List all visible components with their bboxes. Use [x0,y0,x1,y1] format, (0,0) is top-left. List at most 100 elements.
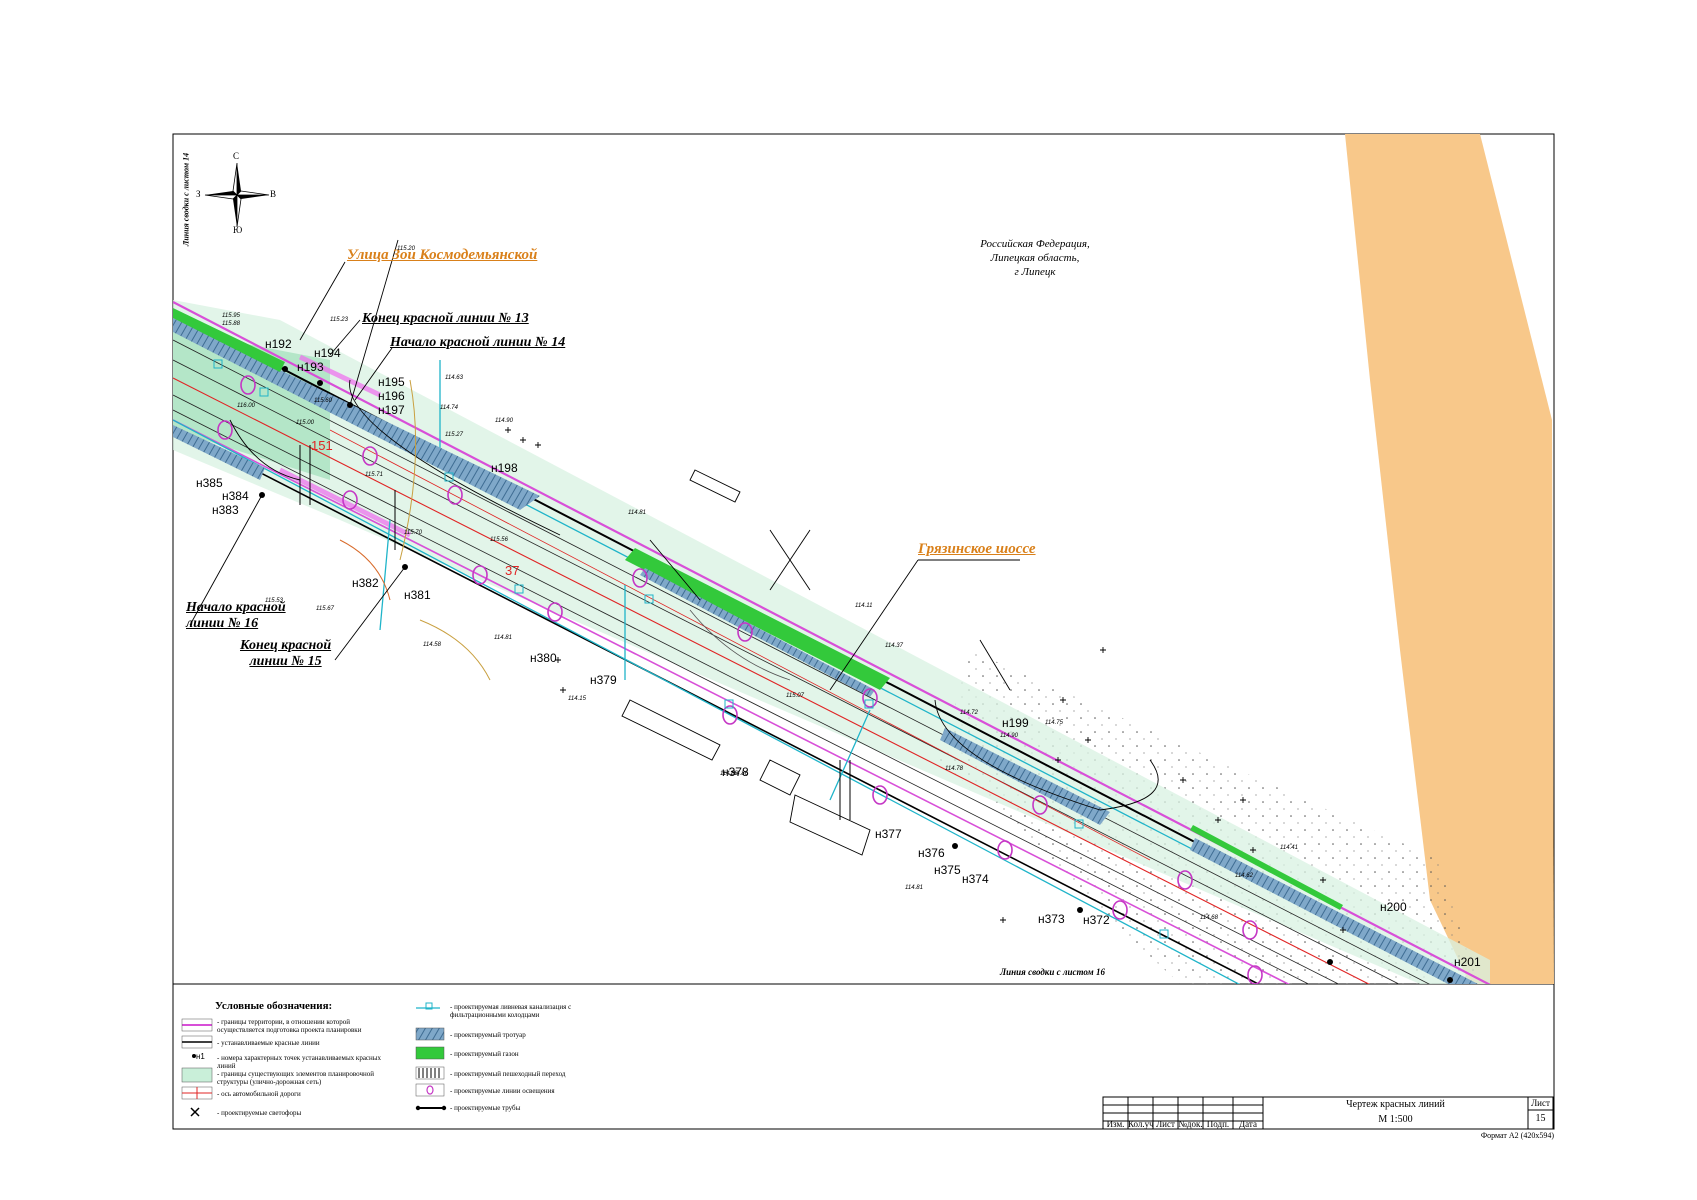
legend-item-crossing: - проектируемый пешеходный переход [450,1070,566,1078]
island-curve-4 [1099,759,1159,811]
elev-29: 114.81 [494,635,512,641]
location-country: Российская Федерация, [980,238,1090,250]
elev-32: 114.81 [905,885,923,891]
elev-2: 115.88 [222,321,240,327]
elev-18: 114.86 [730,771,748,777]
location-region: Липецкая область, [990,252,1080,264]
contour-3 [339,539,391,601]
note-end-line-15-a: Конец красной [240,638,332,653]
compass-rose [204,162,270,228]
lawn-strip-hatch [640,568,875,697]
elev-14: 114.81 [628,510,646,516]
elev-13: 115.70 [404,530,422,536]
tb-scale: М 1:500 [1378,1114,1413,1125]
title-block-grid [1102,1096,1554,1130]
compass-north: С [233,151,240,161]
tb-sheet-number: 15 [1535,1113,1546,1124]
note-end-line-15: Конец красной линии № 15 [240,638,331,670]
point-n197: н197 [378,403,405,417]
road-number-37: 37 [505,563,520,578]
legend-item-lawn: - проектируемый газон [450,1050,519,1058]
sheet-frame [172,133,1555,1130]
sidewalk-ne [1190,838,1479,984]
contour-1 [399,379,417,561]
legend-item-point-numbers: - номера характерных точек устанавливаем… [217,1054,381,1070]
tb-col-podp: Подп. [1206,1119,1230,1129]
legend-symbols [181,1002,447,1117]
buildings [621,469,1011,856]
point-n385: н385 [196,476,223,490]
legend-item-lighting: - проектируемые линии освещения [450,1087,555,1095]
island-curve-1 [934,699,1101,811]
legend-item-pipes: - проектируемые трубы [450,1104,521,1112]
point-n372: н372 [1083,913,1110,927]
legend-item-planning-boundary: - границы территории, в отношении которо… [217,1018,362,1034]
point-n373: н373 [1038,912,1065,926]
point-n379: н379 [590,673,617,687]
elev-1: 115.95 [222,313,240,319]
planning-boundary-spur-2 [298,354,382,398]
lighting-group [217,375,1263,984]
note-start-line-16: Начало красной линии № 16 [186,600,286,632]
note-end-line-15-b: линии № 15 [249,654,322,669]
point-n196: н196 [378,389,405,403]
contour-4 [689,609,791,681]
note-start-line-16-a: Начало красной [186,600,286,615]
tb-drawing-title: Чертеж красных линий [1346,1099,1445,1110]
point-n384: н384 [222,489,249,503]
leaders [189,239,1020,691]
drainage-branch-3 [829,709,871,801]
drainage-branch-4 [379,519,391,631]
tb-col-koluch: Кол.уч [1128,1119,1154,1129]
compass-east: В [270,189,277,199]
elev-22: 114.78 [945,766,963,772]
legend-item-drainage: - проектируемая ливневая канализация с ф… [450,1003,572,1019]
tb-col-izm: Изм. [1106,1119,1125,1129]
uds-west [173,330,330,480]
drainage-wells [213,359,1169,939]
island-curve-3 [229,419,301,481]
elev-21: 114.75 [1045,720,1063,726]
note-start-line-14: Начало красной линии № 14 [390,335,566,350]
street-label-kosmodemyanskoy: Улица Зои Космодемьянской [347,247,538,263]
road-edge-1 [173,339,1430,984]
location-block: Российская Федерация, Липецкая область, … [960,237,1110,279]
elev-26: 115.53 [265,598,283,604]
elev-5: 115.60 [314,398,332,404]
sidewalk-sw [173,425,265,480]
island-curve-2 [349,379,561,536]
road-axis [173,377,1370,984]
elev-24: 114.62 [1235,873,1253,879]
point-n378: н378 [722,765,749,779]
elev-30: 114.15 [568,696,586,702]
elev-8: 114.74 [440,405,458,411]
tb-format: Формат А2 (420х594) [1480,1131,1554,1140]
planning-boundary-spur [278,467,412,538]
street-label-gryazinskoe: Грязинское шоссе [918,541,1036,557]
road-edge-3 [173,394,1340,984]
red-line-south [173,427,1261,984]
point-n383: н383 [212,503,239,517]
elev-9: 114.90 [495,418,513,424]
elev-16: 114.37 [885,643,903,649]
legend-item-sidewalk: - проектируемый тротуар [450,1031,526,1039]
elev-4: 115.20 [397,246,415,252]
elev-19: 114.72 [960,710,978,716]
tb-sheet-label: Лист [1531,1098,1550,1108]
compass-south: Ю [233,225,243,235]
elev-7: 114.63 [445,375,463,381]
road-axis-2 [329,429,1151,861]
location-city: г Липецк [1014,266,1056,278]
elev-11: 115.71 [365,472,383,478]
compass-west: З [196,189,201,199]
point-n381: н381 [404,588,431,602]
point-n199: н199 [1002,716,1029,730]
point-n382: н382 [352,576,379,590]
elev-25: 114.68 [1200,915,1218,921]
road-edge-4 [173,409,1310,984]
point-n198: н198 [491,461,518,475]
legend-item-red-lines: - устанавливаемые красные линии [217,1039,320,1047]
tb-col-data: Дата [1239,1119,1257,1129]
